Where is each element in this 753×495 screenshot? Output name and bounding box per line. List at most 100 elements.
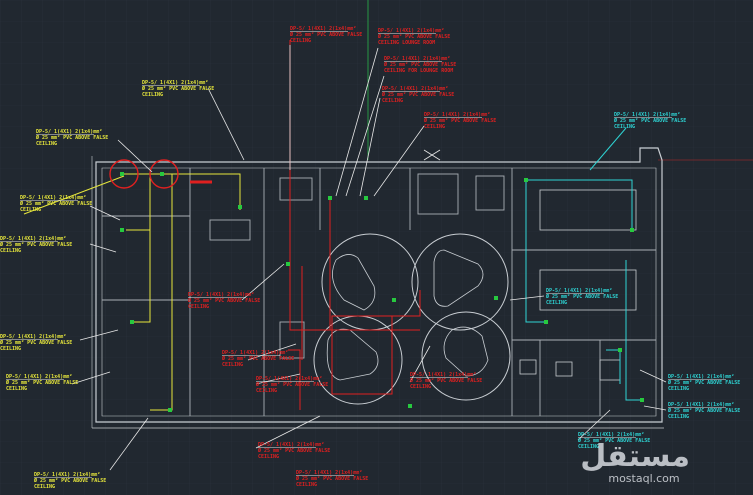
cable-label-line3: CEILING [546,300,567,306]
right-room-fixtures [519,189,637,381]
cable-label-line1: DP-5/ 1(4X1) 2(1x4)mm² [378,28,444,34]
cable-label-line2: Ø 25 mm² PVC ABOVE FALSE [141,85,214,92]
annotation-leaders [71,45,667,471]
cable-label-line1: DP-5/ 1(4X1) 2(1x4)mm² [36,129,102,135]
cable-label-line3: CEILING [6,386,27,392]
cable-label-line2: Ø 25 mm² PVC ABOVE FALSE [35,134,108,141]
cable-label-line3: CEILING [34,484,55,490]
cable-label-line2: Ø 25 mm² PVC ABOVE FALSE [295,475,368,482]
cable-label-line2: Ø 25 mm² PVC ABOVE FALSE [423,117,496,124]
cable-label-line1: DP-5/ 1(4X1) 2(1x4)mm² [20,195,86,201]
cable-label-line2: Ø 25 mm² PVC ABOVE FALSE [255,381,328,388]
cable-label-line3: CEILING [222,362,243,368]
cable-label-line2: Ø 25 mm² PVC ABOVE FALSE [377,33,450,40]
cable-label-line1: DP-5/ 1(4X1) 2(1x4)mm² [256,376,322,382]
floor-plan-walls [91,147,664,429]
car-outlines [326,249,489,381]
cable-label-line2: Ø 25 mm² PVC ABOVE FALSE [667,407,740,414]
cable-label-line2: Ø 25 mm² PVC ABOVE FALSE [187,297,260,304]
cable-label-line3: CEILING [614,124,635,130]
watermark-arabic: مستقل [580,439,690,474]
watermark-latin: mostaql.com [608,472,679,485]
cable-label-line3: CEILING [0,248,21,254]
cable-label-line1: DP-5/ 1(4X1) 2(1x4)mm² [382,86,448,92]
cable-label-line2: Ø 25 mm² PVC ABOVE FALSE [0,241,72,248]
cable-label-line2: Ø 25 mm² PVC ABOVE FALSE [545,293,618,300]
cable-label-line1: DP-5/ 1(4X1) 2(1x4)mm² [34,472,100,478]
cable-label-line2: Ø 25 mm² PVC ABOVE FALSE [0,339,72,346]
cable-label-line2: Ø 25 mm² PVC ABOVE FALSE [257,447,330,454]
cable-label-line3: CEILING [20,207,41,213]
cable-label-line3: CEILING [188,304,209,310]
cable-label-line2: Ø 25 mm² PVC ABOVE FALSE [221,355,294,362]
cable-label-line3: CEILING [36,141,57,147]
cable-label-line2: Ø 25 mm² PVC ABOVE FALSE [409,377,482,384]
cable-label-line1: DP-5/ 1(4X1) 2(1x4)mm² [142,80,208,86]
cable-label-line2: Ø 25 mm² PVC ABOVE FALSE [289,31,362,38]
cable-label-line1: DP-5/ 1(4X1) 2(1x4)mm² [222,350,288,356]
cable-label-line2: Ø 25 mm² PVC ABOVE FALSE [19,200,92,207]
cable-label-line2: Ø 25 mm² PVC ABOVE FALSE [577,437,650,444]
cable-label-line1: DP-5/ 1(4X1) 2(1x4)mm² [258,442,324,448]
cable-label-line1: DP-5/ 1(4X1) 2(1x4)mm² [188,292,254,298]
cable-label-line3: CEILING [382,98,403,104]
cable-label-line3: CEILING [668,386,689,392]
cable-label-line1: DP-5/ 1(4X1) 2(1x4)mm² [668,402,734,408]
watermark: مستقل mostaql.com [580,439,690,485]
cable-label-line1: DP-5/ 1(4X1) 2(1x4)mm² [290,26,356,32]
cyan-circuit [525,127,642,401]
cable-label-line1: DP-5/ 1(4X1) 2(1x4)mm² [0,334,66,340]
cable-label-line2: Ø 25 mm² PVC ABOVE FALSE [667,379,740,386]
cable-label-line3: CEILING FOR LOUNGE ROOM [384,68,453,74]
cable-label-line1: DP-5/ 1(4X1) 2(1x4)mm² [296,470,362,476]
highlight-circles [109,159,179,189]
cable-label-line3: CEILING [424,124,445,130]
cable-label-line1: DP-5/ 1(4X1) 2(1x4)mm² [546,288,612,294]
cable-label-line3: CEILING [668,414,689,420]
cable-label-line1: DP-5/ 1(4X1) 2(1x4)mm² [578,432,644,438]
cable-label-line1: DP-5/ 1(4X1) 2(1x4)mm² [6,374,72,380]
cable-label-line2: Ø 25 mm² PVC ABOVE FALSE [381,91,454,98]
cable-label-line3: CEILING [258,454,279,460]
yellow-circuit [23,173,241,411]
cable-label-line3: CEILING LOUNGE ROOM [378,40,435,46]
cable-label-line3: CEILING [290,38,311,44]
cable-label-line1: DP-5/ 1(4X1) 2(1x4)mm² [668,374,734,380]
cable-label-line3: CEILING [256,388,277,394]
cable-label-line3: CEILING [296,482,317,488]
cable-label-line2: Ø 25 mm² PVC ABOVE FALSE [5,379,78,386]
cable-label-line2: Ø 25 mm² PVC ABOVE FALSE [33,477,106,484]
cable-label-line1: DP-5/ 1(4X1) 2(1x4)mm² [0,236,66,242]
cable-label-line2: Ø 25 mm² PVC ABOVE FALSE [613,117,686,124]
cable-label-line2: Ø 25 mm² PVC ABOVE FALSE [383,61,456,68]
cable-label-line3: CEILING [410,384,431,390]
green-markers [120,172,644,412]
cable-label-line3: CEILING [578,444,599,450]
cable-label-line1: DP-5/ 1(4X1) 2(1x4)mm² [384,56,450,62]
cable-label-line1: DP-5/ 1(4X1) 2(1x4)mm² [424,112,490,118]
cable-label-line3: CEILING [142,92,163,98]
